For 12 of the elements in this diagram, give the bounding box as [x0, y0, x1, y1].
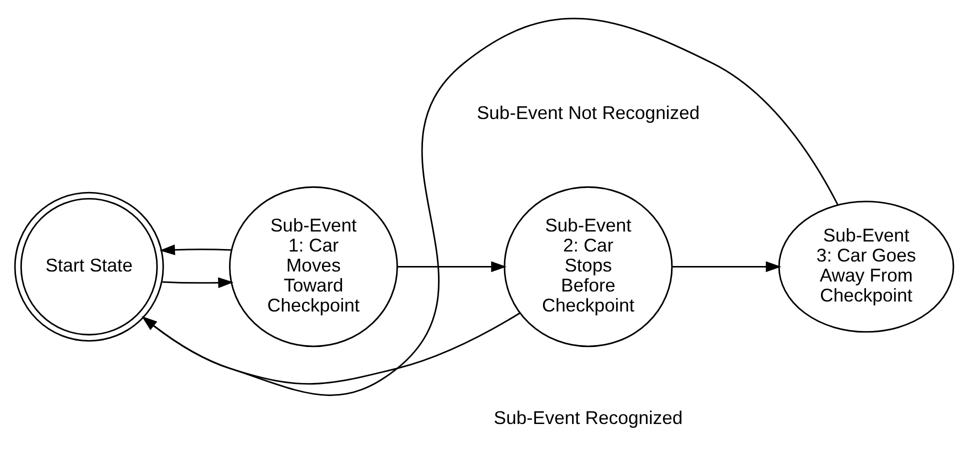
arrow — [672, 260, 782, 272]
arrow — [142, 18, 838, 396]
arrow — [142, 312, 520, 384]
arrow — [398, 260, 507, 272]
arrow — [160, 244, 232, 255]
label: Sub-Event Not Recognized — [476, 102, 700, 123]
node-circle: Sub-Event 1: Car Moves Toward Checkpoint — [228, 186, 398, 347]
arrow — [162, 276, 234, 288]
node-circle: Sub-Event 2: Car Stops Before Checkpoint — [504, 186, 673, 347]
label: Sub-Event Recognized — [494, 406, 683, 428]
node-ellipse: Sub-Event 3: Car Goes Away From Checkpoint — [778, 200, 954, 332]
node-circle: Start State — [14, 191, 164, 342]
